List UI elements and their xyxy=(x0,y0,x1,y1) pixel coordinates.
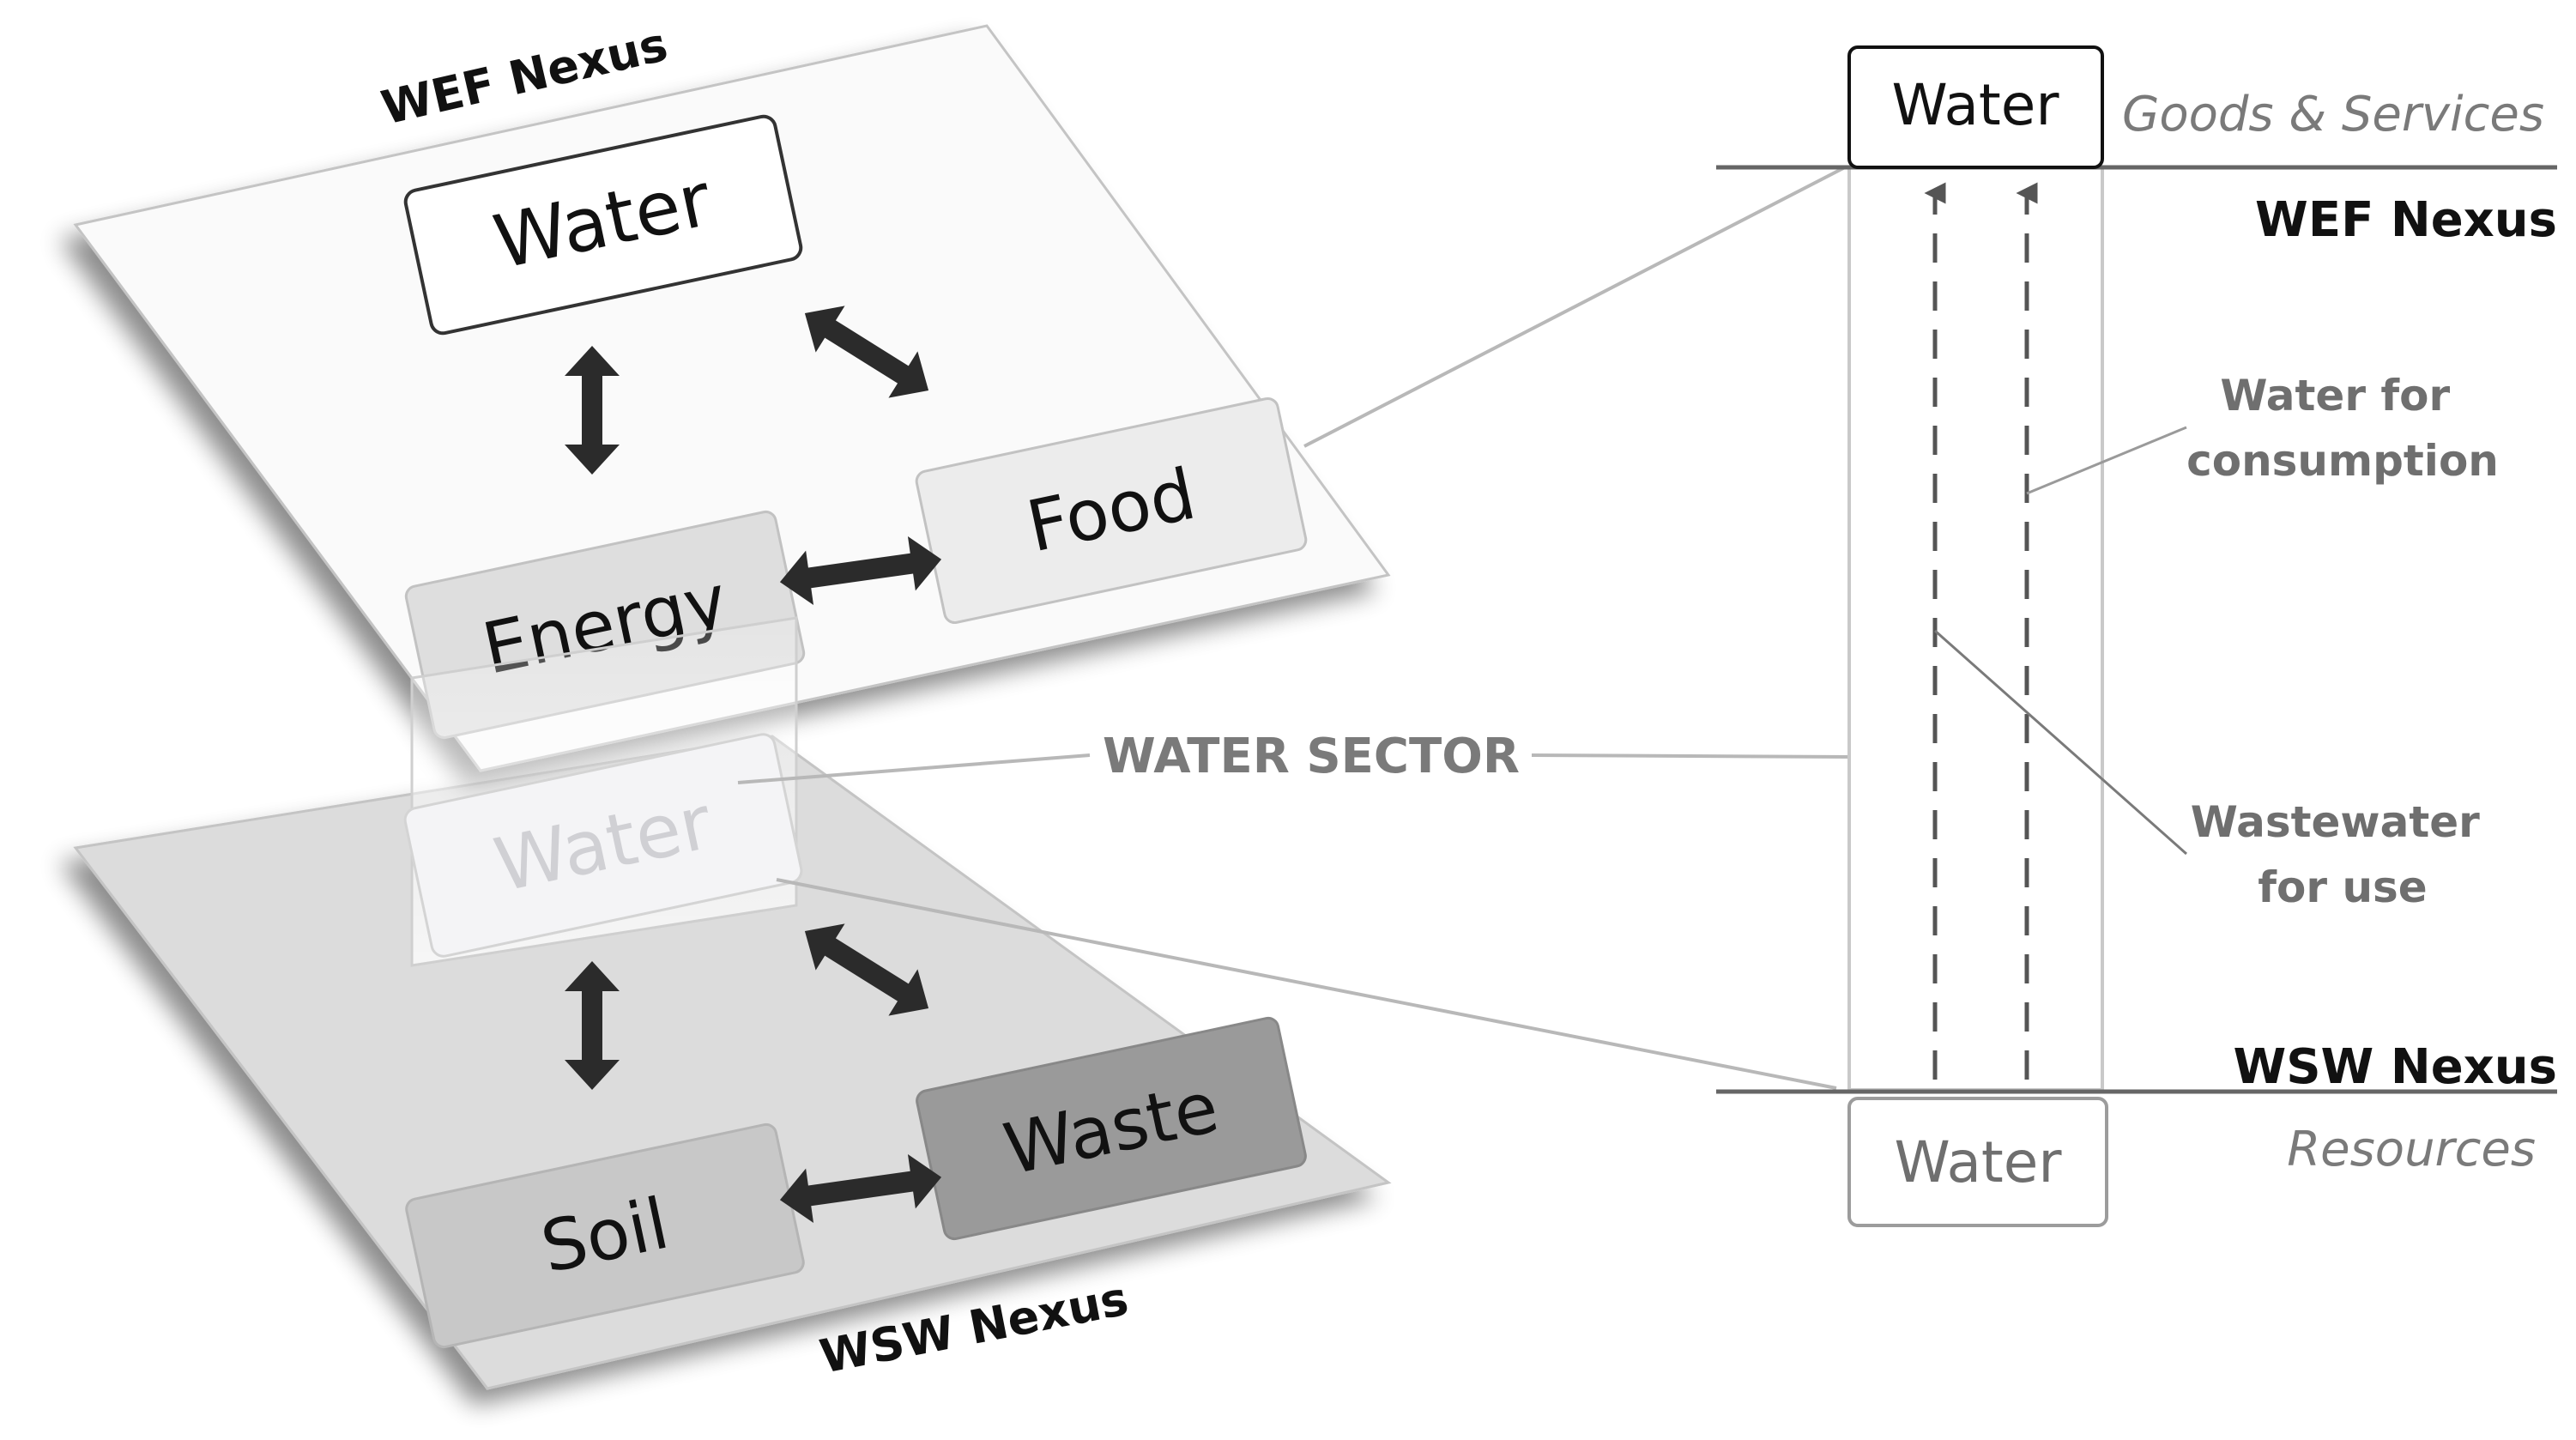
wastewater-for-use-line-2: for use xyxy=(2258,862,2427,912)
double-headed-arrow-icon xyxy=(779,535,942,606)
column-bottom-box xyxy=(1847,1097,2108,1227)
double-headed-arrow-icon xyxy=(804,306,929,398)
column-body xyxy=(1847,166,2104,1092)
column-top-box-label: Water xyxy=(1891,72,2059,138)
double-headed-arrow-icon xyxy=(565,346,620,475)
column-bottom-box-label: Water xyxy=(1894,1129,2062,1195)
wef-level-label: WEF Nexus xyxy=(2255,192,2557,248)
guide-line-top xyxy=(1303,166,1846,448)
double-headed-arrow-icon xyxy=(804,923,929,1016)
wsw-water-node: Water xyxy=(403,733,803,958)
goods-services-caption: Goods & Services xyxy=(2122,87,2544,142)
water-for-consumption-line-2: consumption xyxy=(2186,436,2499,486)
wastewater-callout-line xyxy=(1934,629,2187,856)
wsw-level-label: WSW Nexus xyxy=(2233,1039,2557,1095)
wef-food-node: Food xyxy=(915,396,1308,625)
water-for-consumption-line-1: Water for xyxy=(2220,371,2450,421)
column-detail: Water Water Goods & Services WEF Nexus W… xyxy=(1716,45,2557,1227)
guide-lines xyxy=(737,166,1850,1090)
water-for-consumption-label: Water for consumption xyxy=(2186,371,2499,486)
consumption-callout-line xyxy=(2026,426,2187,495)
wef-water-node: Water xyxy=(403,114,803,336)
wastewater-for-use-label: Wastewater for use xyxy=(2191,797,2495,912)
guide-line-sector-left xyxy=(737,753,1091,784)
double-headed-arrow-icon xyxy=(779,1153,942,1224)
wastewater-for-use-line-1: Wastewater xyxy=(2191,797,2480,847)
guide-line-sector-right xyxy=(1531,753,1850,759)
column-top-box xyxy=(1847,45,2104,169)
wsw-nodes: Water Soil Waste xyxy=(403,733,1307,1349)
resources-caption: Resources xyxy=(2287,1122,2536,1177)
water-sector-label: WATER SECTOR xyxy=(1103,729,1520,784)
wsw-waste-node: Waste xyxy=(916,1016,1307,1241)
guide-line-bottom xyxy=(776,878,1837,1090)
double-headed-arrow-icon xyxy=(565,961,620,1090)
